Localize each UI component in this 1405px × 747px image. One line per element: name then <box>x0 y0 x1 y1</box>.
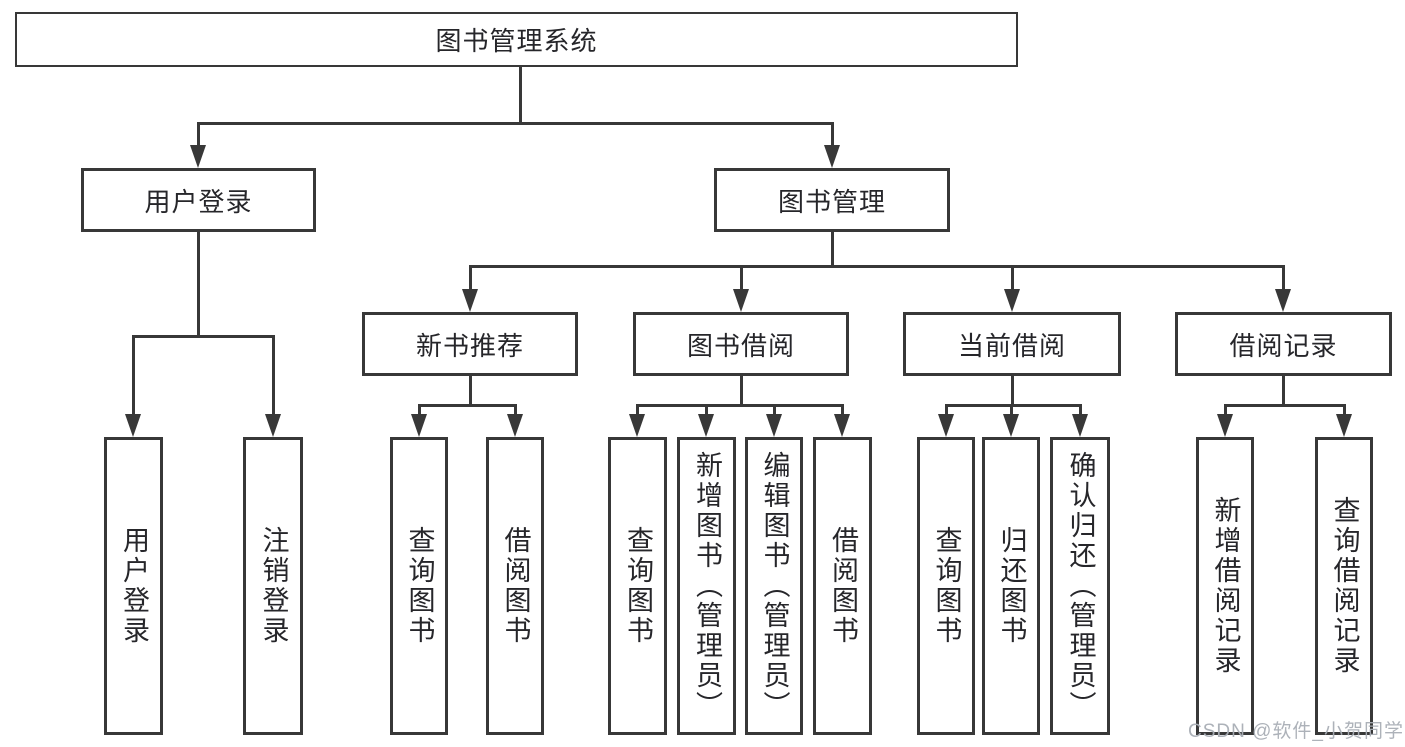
leaf-label: 借阅图书 <box>500 526 531 646</box>
leaf-query-books: 查询图书 <box>917 437 975 735</box>
leaf-label: 新增图书（管理员） <box>692 451 722 721</box>
connector-line <box>705 404 708 416</box>
node-label: 用户登录 <box>144 186 253 217</box>
arrowhead-icon <box>1003 289 1020 312</box>
connector-line <box>519 67 522 122</box>
connector-line <box>1342 404 1346 416</box>
arrowhead-icon <box>1002 414 1019 437</box>
node-book-borrowing: 图书借阅 <box>633 312 849 376</box>
node-new-book-recommendation: 新书推荐 <box>362 312 578 376</box>
leaf-query-books: 查询图书 <box>390 437 448 735</box>
leaf-label: 新增借阅记录 <box>1210 496 1241 676</box>
leaf-query-borrow-record: 查询借阅记录 <box>1315 437 1373 735</box>
connector-line <box>271 335 275 415</box>
node-library-management-system: 图书管理系统 <box>15 12 1018 67</box>
arrowhead-icon <box>1071 414 1088 437</box>
connector-line <box>513 404 517 416</box>
arrowhead-icon <box>506 414 523 437</box>
connector-line <box>1223 404 1227 416</box>
node-book-management: 图书管理 <box>714 168 950 232</box>
connector-line <box>1282 265 1285 290</box>
arrowhead-icon <box>190 145 206 168</box>
connector-line <box>1010 376 1014 407</box>
connector-line <box>1009 404 1013 416</box>
arrowhead-icon <box>698 414 714 437</box>
arrowhead-icon <box>264 414 281 437</box>
arrowhead-icon <box>823 145 840 168</box>
connector-line <box>1282 376 1285 407</box>
connector-line <box>132 335 135 415</box>
node-label: 图书管理 <box>777 186 886 217</box>
arrowhead-icon <box>629 414 645 437</box>
node-label: 当前借阅 <box>957 330 1066 361</box>
connector-line <box>830 232 834 268</box>
connector-line <box>636 404 639 416</box>
arrowhead-icon <box>1335 414 1352 437</box>
leaf-return-books: 归还图书 <box>982 437 1040 735</box>
leaf-label: 查询图书 <box>404 526 435 646</box>
leaf-edit-books-admin: 编辑图书（管理员） <box>745 437 803 735</box>
csdn-watermark: CSDN @软件_小贺同学 <box>1188 721 1404 742</box>
leaf-label: 用户登录 <box>119 526 149 646</box>
node-label: 新书推荐 <box>415 330 524 361</box>
leaf-label: 注销登录 <box>258 526 289 646</box>
leaf-add-borrow-record: 新增借阅记录 <box>1196 437 1254 735</box>
leaf-label: 借阅图书 <box>828 526 858 646</box>
arrowhead-icon <box>461 289 478 312</box>
connector-line <box>197 122 834 125</box>
connector-line <box>772 404 776 416</box>
connector-line <box>841 404 844 416</box>
connector-line <box>468 265 472 290</box>
leaf-confirm-return-admin: 确认归还（管理员） <box>1050 437 1110 735</box>
node-label: 借阅记录 <box>1229 330 1338 361</box>
connector-line <box>468 376 472 407</box>
arrowhead-icon <box>1275 289 1291 312</box>
connector-line <box>417 404 421 416</box>
arrowhead-icon <box>125 414 141 437</box>
connector-line <box>739 265 743 290</box>
connector-line <box>1078 404 1082 416</box>
leaf-borrow-books: 借阅图书 <box>486 437 544 735</box>
connector-line <box>468 265 1285 268</box>
arrowhead-icon <box>834 414 850 437</box>
connector-line <box>739 376 743 407</box>
connector-line <box>197 232 200 338</box>
arrowhead-icon <box>732 289 749 312</box>
node-label: 图书借阅 <box>686 330 795 361</box>
connector-line <box>636 404 844 407</box>
connector-line <box>197 122 200 147</box>
leaf-label: 查询图书 <box>623 526 653 646</box>
connector-line <box>944 404 1082 407</box>
node-label: 图书管理系统 <box>435 26 598 56</box>
leaf-label: 归还图书 <box>996 526 1027 646</box>
leaf-add-books-admin: 新增图书（管理员） <box>677 437 736 735</box>
leaf-logout: 注销登录 <box>243 437 303 735</box>
leaf-user-login: 用户登录 <box>104 437 163 735</box>
arrowhead-icon <box>1216 414 1233 437</box>
connector-line <box>1010 265 1014 290</box>
leaf-label: 查询图书 <box>931 526 962 646</box>
leaf-label: 编辑图书（管理员） <box>759 451 790 721</box>
arrowhead-icon <box>765 414 782 437</box>
node-current-borrowing: 当前借阅 <box>903 312 1121 376</box>
connector-line <box>132 335 275 338</box>
connector-line <box>417 404 517 407</box>
connector-line <box>1223 404 1346 407</box>
leaf-borrow-books: 借阅图书 <box>813 437 872 735</box>
leaf-query-books: 查询图书 <box>608 437 667 735</box>
node-borrowing-records: 借阅记录 <box>1175 312 1392 376</box>
leaf-label: 查询借阅记录 <box>1329 496 1360 676</box>
node-user-login: 用户登录 <box>81 168 316 232</box>
leaf-label: 确认归还（管理员） <box>1065 451 1096 721</box>
arrowhead-icon <box>937 414 954 437</box>
connector-line <box>830 122 834 147</box>
connector-line <box>944 404 948 416</box>
arrowhead-icon <box>410 414 427 437</box>
